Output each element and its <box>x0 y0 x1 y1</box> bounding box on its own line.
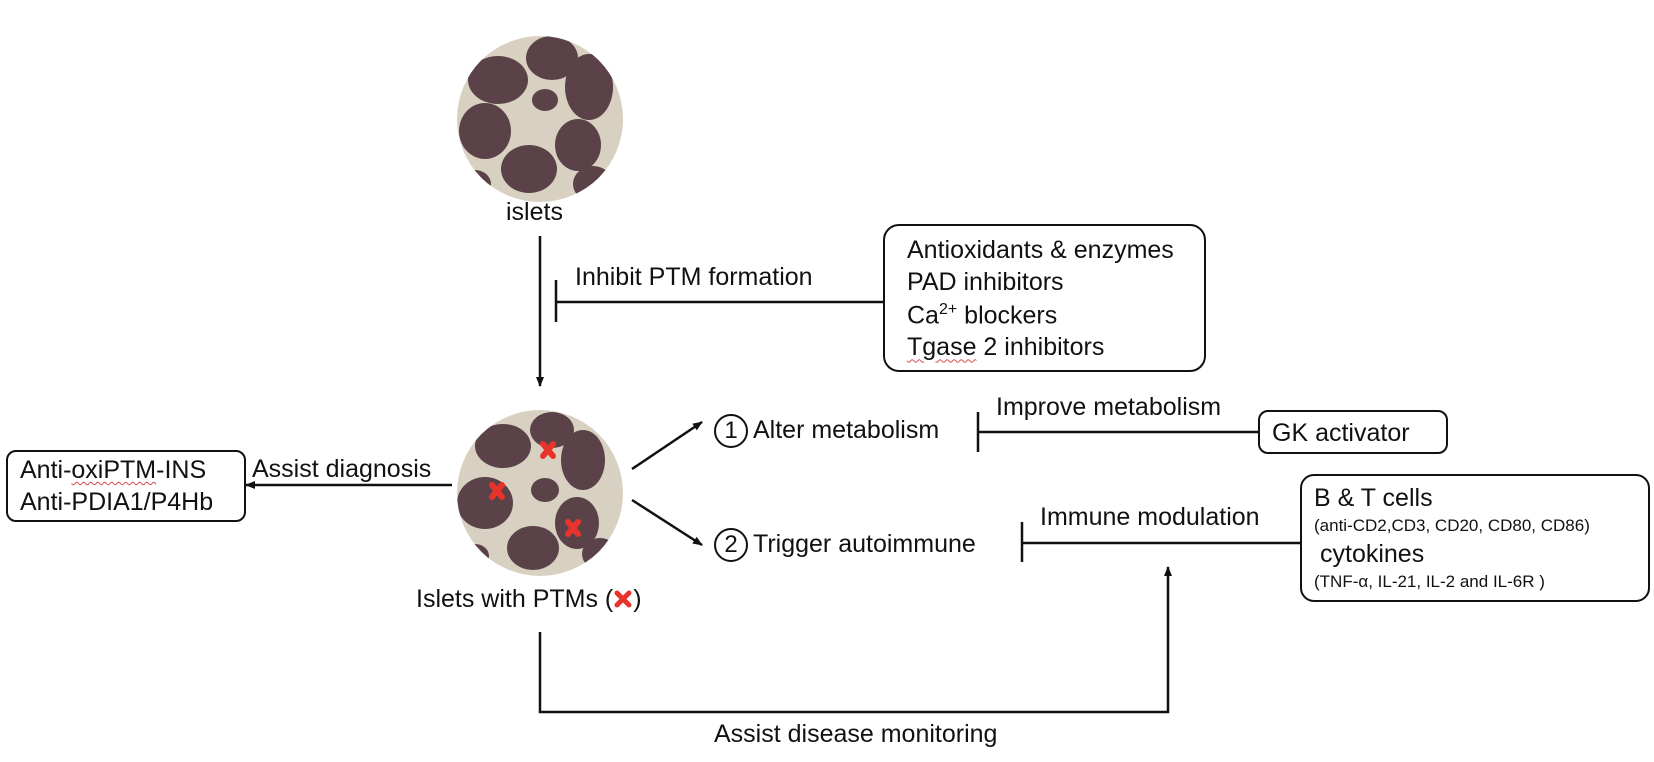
tgase-inhibitors-text: Tgase 2 inhibitors <box>907 335 1204 360</box>
pad-inhibitors-text: PAD inhibitors <box>907 268 1064 296</box>
outcome-number-1: 1 <box>714 414 748 448</box>
ptm-marker-icon <box>614 590 632 608</box>
anti-pdia1-text: Anti-PDIA1/P4Hb <box>20 488 214 516</box>
oxiptm-word: oxiPTM <box>71 456 157 484</box>
outcome-number-2: 2 <box>714 528 748 562</box>
assist-diagnosis-label: Assist diagnosis <box>252 455 432 483</box>
ptm-islets-image <box>457 410 623 576</box>
alter-metabolism-label: Alter metabolism <box>753 416 940 444</box>
arrow-assist-monitoring <box>538 566 1172 714</box>
b-t-cell-targets-text: (anti-CD2,CD3, CD20, CD80, CD86) <box>1314 516 1590 535</box>
gk-activator-box: GK activator <box>1258 410 1448 454</box>
ins-suffix: -INS <box>156 456 207 484</box>
islets-label: islets <box>506 198 563 226</box>
cytokine-targets-text: (TNF-α, IL-21, IL-2 and IL-6R ) <box>1314 572 1545 591</box>
inhibit-ptm-label: Inhibit PTM formation <box>575 263 813 291</box>
gk-activator-text: GK activator <box>1272 419 1410 447</box>
trigger-autoimmune-label: Trigger autoimmune <box>753 530 976 558</box>
improve-metabolism-label: Improve metabolism <box>996 393 1222 421</box>
ptm-islets-label-end: ) <box>633 585 642 613</box>
cytokines-text: cytokines <box>1320 540 1425 568</box>
ptm-islets-label-text: Islets with PTMs ( <box>416 585 614 613</box>
immune-targets-box: B & T cells (anti-CD2,CD3, CD20, CD80, C… <box>1300 474 1650 602</box>
tgase-word: Tgase <box>907 333 977 362</box>
ptm-inhibitors-box: Antioxidants & enzymes PAD inhibitors Ca… <box>883 224 1206 372</box>
blockers-word: blockers <box>957 301 1058 330</box>
anti-prefix: Anti- <box>20 456 72 484</box>
b-t-cells-text: B & T cells <box>1314 484 1433 512</box>
immune-modulation-label: Immune modulation <box>1040 503 1260 531</box>
ptm-marker-icons <box>489 441 581 537</box>
calcium-charge: 2+ <box>938 301 958 318</box>
calcium-blockers-text: Ca2+ blockers <box>907 302 1204 328</box>
anti-oxiptm-ins-text: Anti-oxiPTM-INS <box>20 458 244 483</box>
arrow-to-trigger-autoimmune <box>631 498 703 547</box>
islets-image <box>457 36 623 202</box>
assist-monitoring-label: Assist disease monitoring <box>714 720 998 748</box>
arrow-to-alter-metabolism <box>631 420 703 471</box>
tgase-rest: 2 inhibitors <box>976 333 1105 362</box>
antioxidants-text: Antioxidants & enzymes <box>907 236 1174 264</box>
diagnosis-markers-box: Anti-oxiPTM-INS Anti-PDIA1/P4Hb <box>6 450 246 522</box>
ptm-islets-label: Islets with PTMs () <box>416 587 642 612</box>
calcium-symbol: Ca <box>907 301 939 330</box>
